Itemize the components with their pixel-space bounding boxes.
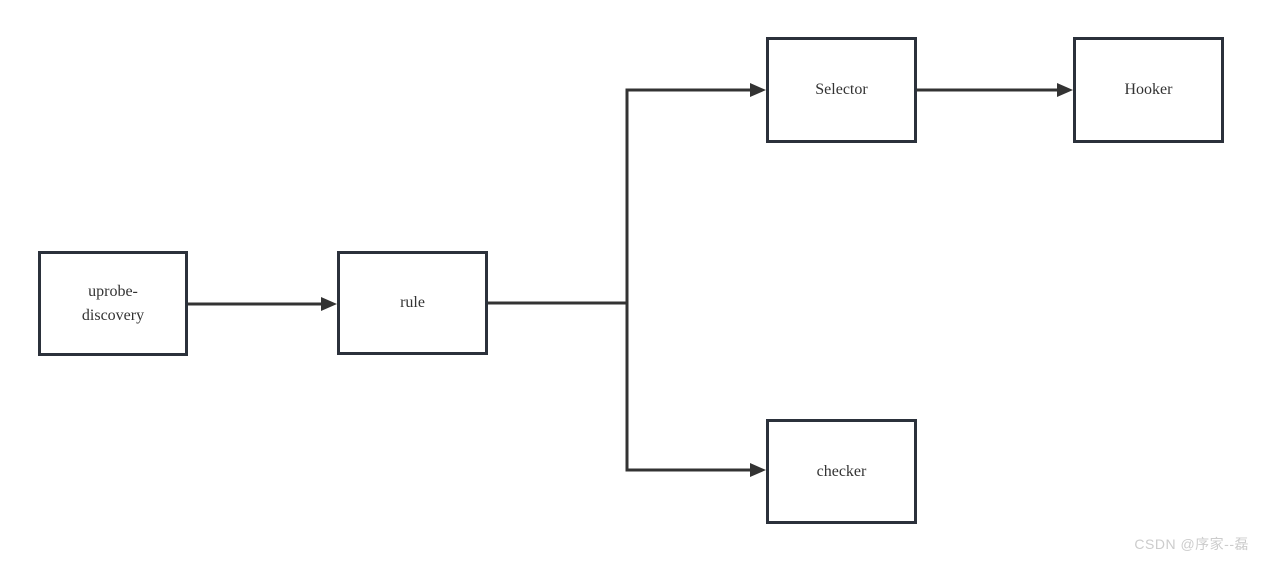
node-checker: checker <box>766 419 917 524</box>
node-rule: rule <box>337 251 488 355</box>
watermark: CSDN @序家--磊 <box>1134 536 1249 552</box>
arrowhead-icon <box>321 297 337 311</box>
edge-rule-to-selector <box>488 88 750 305</box>
node-uprobe-discovery: uprobe-discovery <box>38 251 188 356</box>
node-label: Hooker <box>1124 81 1173 98</box>
node-label: rule <box>400 294 425 311</box>
node-hooker: Hooker <box>1073 37 1224 143</box>
node-label: uprobe-discovery <box>81 282 145 324</box>
arrowhead-icon <box>750 463 766 477</box>
edge-rule-to-checker <box>625 302 750 472</box>
node-label: Selector <box>815 81 868 98</box>
arrowhead-icon <box>750 83 766 97</box>
node-selector: Selector <box>766 37 917 143</box>
node-label: checker <box>816 462 867 480</box>
arrowhead-icon <box>1057 83 1073 97</box>
